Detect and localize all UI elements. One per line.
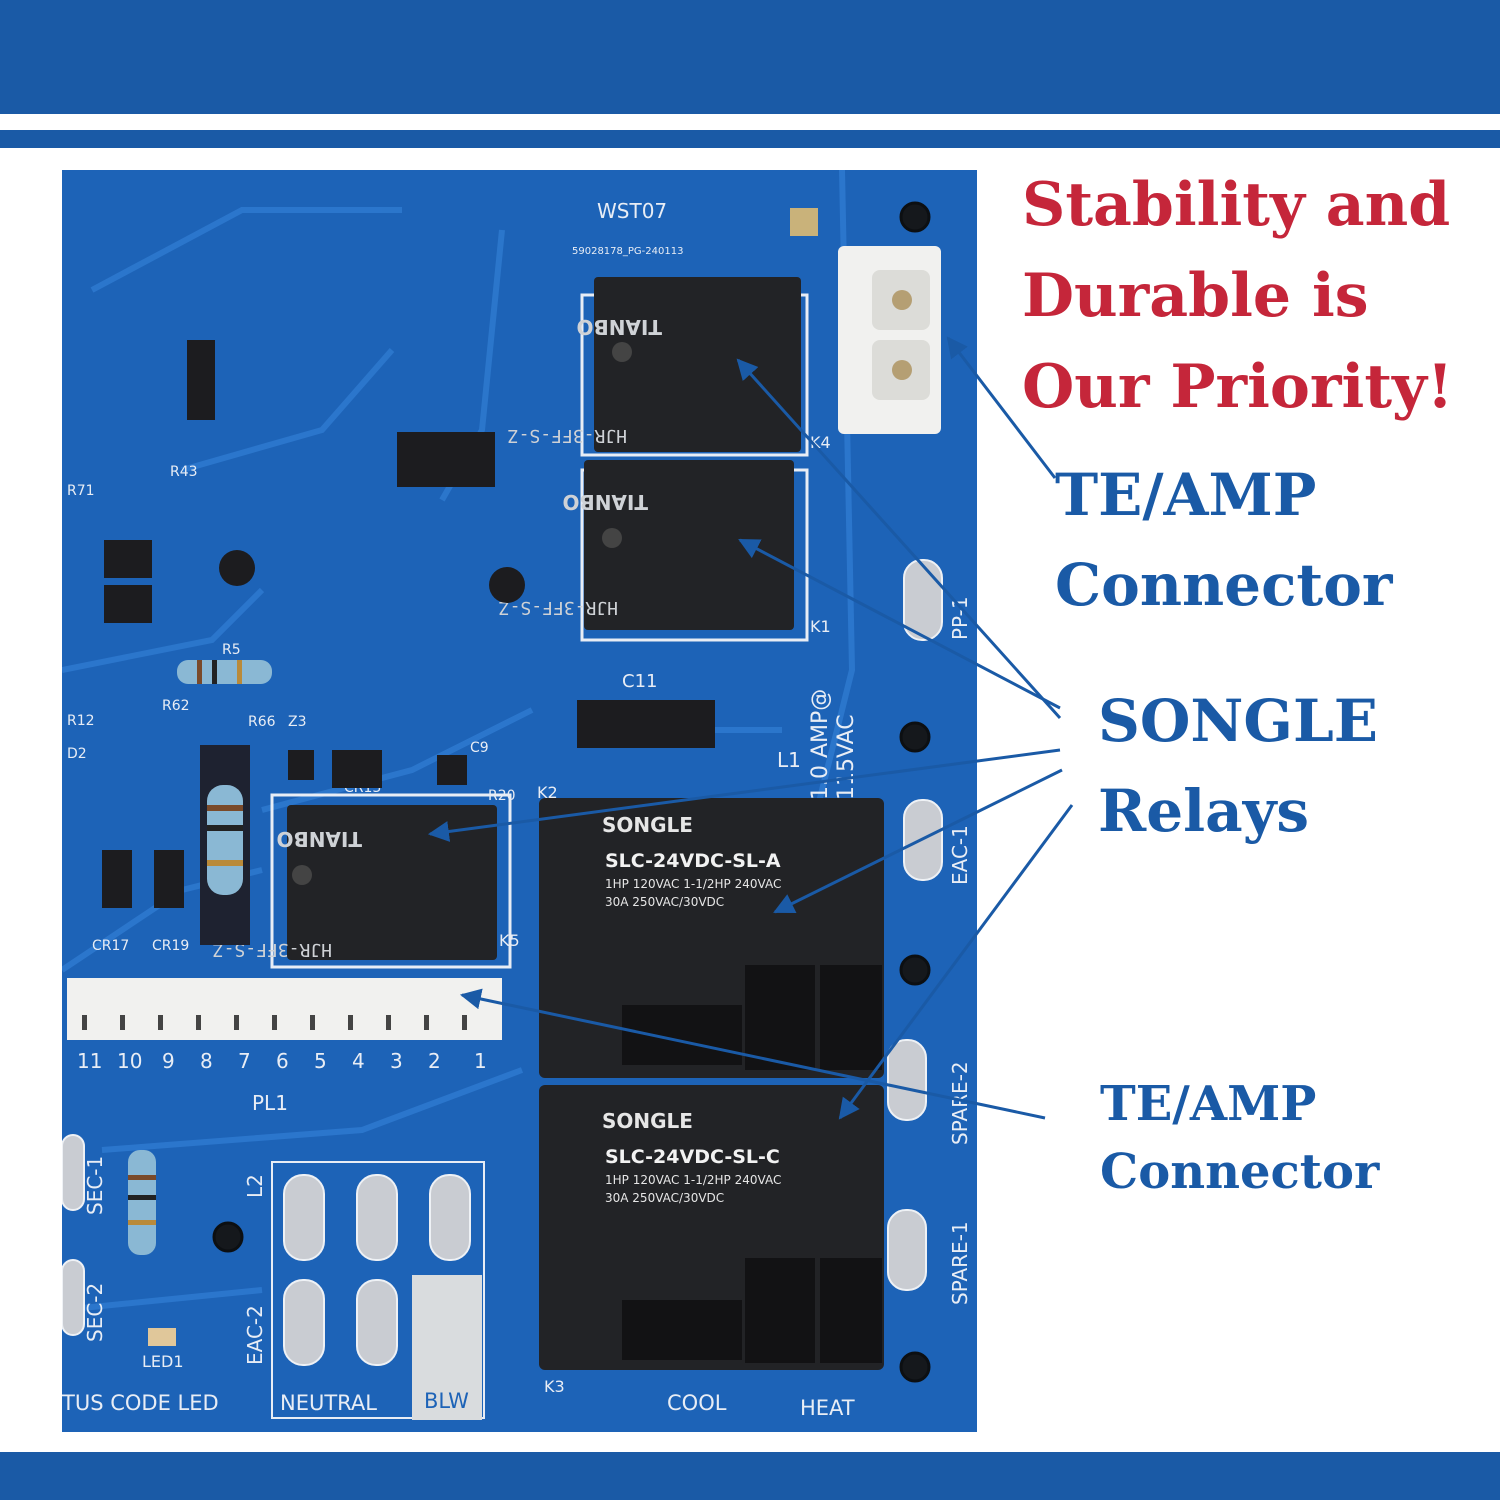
label-pl1: PL1 xyxy=(252,1091,288,1115)
top-stripe xyxy=(0,130,1500,148)
label-pp1: PP-1 xyxy=(948,596,972,640)
bottom-banner xyxy=(0,1452,1500,1500)
svg-text:CR19: CR19 xyxy=(152,938,189,954)
resistor-r12 xyxy=(128,1150,156,1255)
headline-line-2: Durable is xyxy=(1022,261,1369,331)
relay-k1-ref: K1 xyxy=(810,617,831,636)
svg-text:R12: R12 xyxy=(67,713,95,729)
svg-text:9: 9 xyxy=(162,1049,175,1073)
label-heat: HEAT xyxy=(800,1396,855,1420)
svg-text:Z3: Z3 xyxy=(288,714,307,730)
svg-text:CR17: CR17 xyxy=(92,938,129,954)
relay-k2-part: SLC-24VDC-SL-A xyxy=(605,850,781,872)
relay-k3-part: SLC-24VDC-SL-C xyxy=(605,1146,780,1168)
board-model: WST07 xyxy=(597,199,667,223)
svg-text:1: 1 xyxy=(474,1049,487,1073)
svg-text:3: 3 xyxy=(390,1049,403,1073)
power-resistor xyxy=(200,745,250,945)
callout-relays-line-2: Relays xyxy=(1098,777,1310,845)
callout-te-amp-top-line-1: TE/AMP xyxy=(1055,461,1317,529)
relay-k3-brand: SONGLE xyxy=(602,1109,693,1133)
label-l2: L2 xyxy=(243,1174,267,1198)
label-status-code-led: TUS CODE LED xyxy=(62,1391,219,1415)
relay-k5: HJR-3FF-S-Z TIANBO K5 xyxy=(213,793,520,969)
songle-relay-k2: SONGLE SLC-24VDC-SL-A 1HP 120VAC 1-1/2HP… xyxy=(537,783,884,1078)
blw-highlight xyxy=(412,1275,482,1420)
label-l1: L1 xyxy=(777,748,801,772)
svg-text:C9: C9 xyxy=(470,740,489,756)
svg-text:10: 10 xyxy=(117,1049,142,1073)
songle-relay-k3: SONGLE SLC-24VDC-SL-C 1HP 120VAC 1-1/2HP… xyxy=(539,1085,884,1396)
relay-k1: HJR-3FF-S-Z TIANBO K1 xyxy=(499,460,831,642)
relay-k2-rating2: 30A 250VAC/30VDC xyxy=(605,895,724,909)
svg-text:11: 11 xyxy=(77,1049,102,1073)
svg-text:R62: R62 xyxy=(162,698,190,714)
callout-songle-relays: SONGLE Relays xyxy=(1098,676,1378,856)
terminal-block-outline xyxy=(271,1161,485,1419)
svg-text:D2: D2 xyxy=(67,746,87,762)
headline-line-3: Our Priority! xyxy=(1022,352,1454,422)
svg-text:6: 6 xyxy=(276,1049,289,1073)
svg-text:5: 5 xyxy=(314,1049,327,1073)
svg-text:4: 4 xyxy=(352,1049,365,1073)
svg-text:R20: R20 xyxy=(488,788,516,804)
relay-k3-rating2: 30A 250VAC/30VDC xyxy=(605,1191,724,1205)
relay-k2-brand: SONGLE xyxy=(602,813,693,837)
svg-text:115VAC: 115VAC xyxy=(834,714,859,800)
label-led1: LED1 xyxy=(142,1352,184,1371)
svg-text:R43: R43 xyxy=(170,464,198,480)
svg-text:R5: R5 xyxy=(222,642,241,658)
label-sec1: SEC-1 xyxy=(83,1156,107,1215)
relay-k4-part: HJR-3FF-S-Z xyxy=(508,425,627,446)
relay-k4-brand: TIANBO xyxy=(576,315,662,339)
relay-k4: HJR-3FF-S-Z TIANBO K4 xyxy=(508,277,831,457)
board-lot: 59028178_PG-240113 xyxy=(572,246,683,257)
label-spare1: SPARE-1 xyxy=(948,1221,972,1305)
label-sec2: SEC-2 xyxy=(83,1283,107,1342)
te-amp-connector-top xyxy=(838,246,941,434)
relay-k2-rating1: 1HP 120VAC 1-1/2HP 240VAC xyxy=(605,877,781,891)
relay-k5-brand: TIANBO xyxy=(276,827,362,851)
svg-text:7: 7 xyxy=(238,1049,251,1073)
top-banner xyxy=(0,0,1500,114)
spade-terminals xyxy=(62,559,943,1366)
smd-components xyxy=(102,340,525,908)
relay-k2-ref: K2 xyxy=(537,783,558,802)
test-pad xyxy=(790,208,818,236)
resistor-r5 xyxy=(177,660,272,684)
ic-u2 xyxy=(397,432,495,487)
svg-text:8: 8 xyxy=(200,1049,213,1073)
relay-k5-ref: K5 xyxy=(499,931,520,950)
callout-te-amp-top-line-2: Connector xyxy=(1055,551,1393,619)
mounting-holes xyxy=(212,201,931,1383)
svg-text:R66: R66 xyxy=(248,714,276,730)
circuit-board-illustration: HJR-3FF-S-Z TIANBO K4 HJR-3FF-S-Z TIANBO… xyxy=(62,170,972,1420)
relay-k1-brand: TIANBO xyxy=(562,490,648,514)
callout-te-amp-connector-bottom: TE/AMP Connector xyxy=(1100,1070,1379,1206)
relay-k3-rating1: 1HP 120VAC 1-1/2HP 240VAC xyxy=(605,1173,781,1187)
label-eac2: EAC-2 xyxy=(243,1305,267,1365)
callout-te-amp-connector-top: TE/AMP Connector xyxy=(1055,450,1392,630)
label-eac1: EAC-1 xyxy=(948,825,972,885)
circuit-board-photo: HJR-3FF-S-Z TIANBO K4 HJR-3FF-S-Z TIANBO… xyxy=(62,170,977,1432)
callout-relays-line-1: SONGLE xyxy=(1098,687,1378,755)
svg-text:2: 2 xyxy=(428,1049,441,1073)
label-c11: C11 xyxy=(622,671,657,692)
label-blw: BLW xyxy=(424,1389,469,1413)
te-amp-connector-pl1 xyxy=(67,978,502,1040)
label-cool: COOL xyxy=(667,1391,727,1415)
callout-te-amp-bottom-line-1: TE/AMP xyxy=(1100,1076,1317,1132)
headline: Stability and Durable is Our Priority! xyxy=(1022,160,1453,433)
headline-line-1: Stability and xyxy=(1022,170,1451,240)
capacitor-c11 xyxy=(577,700,715,748)
relay-k1-part: HJR-3FF-S-Z xyxy=(499,597,618,618)
pin-numbers: 11 10 9 8 7 6 5 4 3 2 1 xyxy=(77,1049,487,1073)
relay-k3-ref: K3 xyxy=(544,1377,565,1396)
svg-text:R71: R71 xyxy=(67,483,95,499)
label-neutral: NEUTRAL xyxy=(280,1391,377,1415)
status-led xyxy=(148,1328,176,1346)
callout-te-amp-bottom-line-2: Connector xyxy=(1100,1144,1380,1200)
